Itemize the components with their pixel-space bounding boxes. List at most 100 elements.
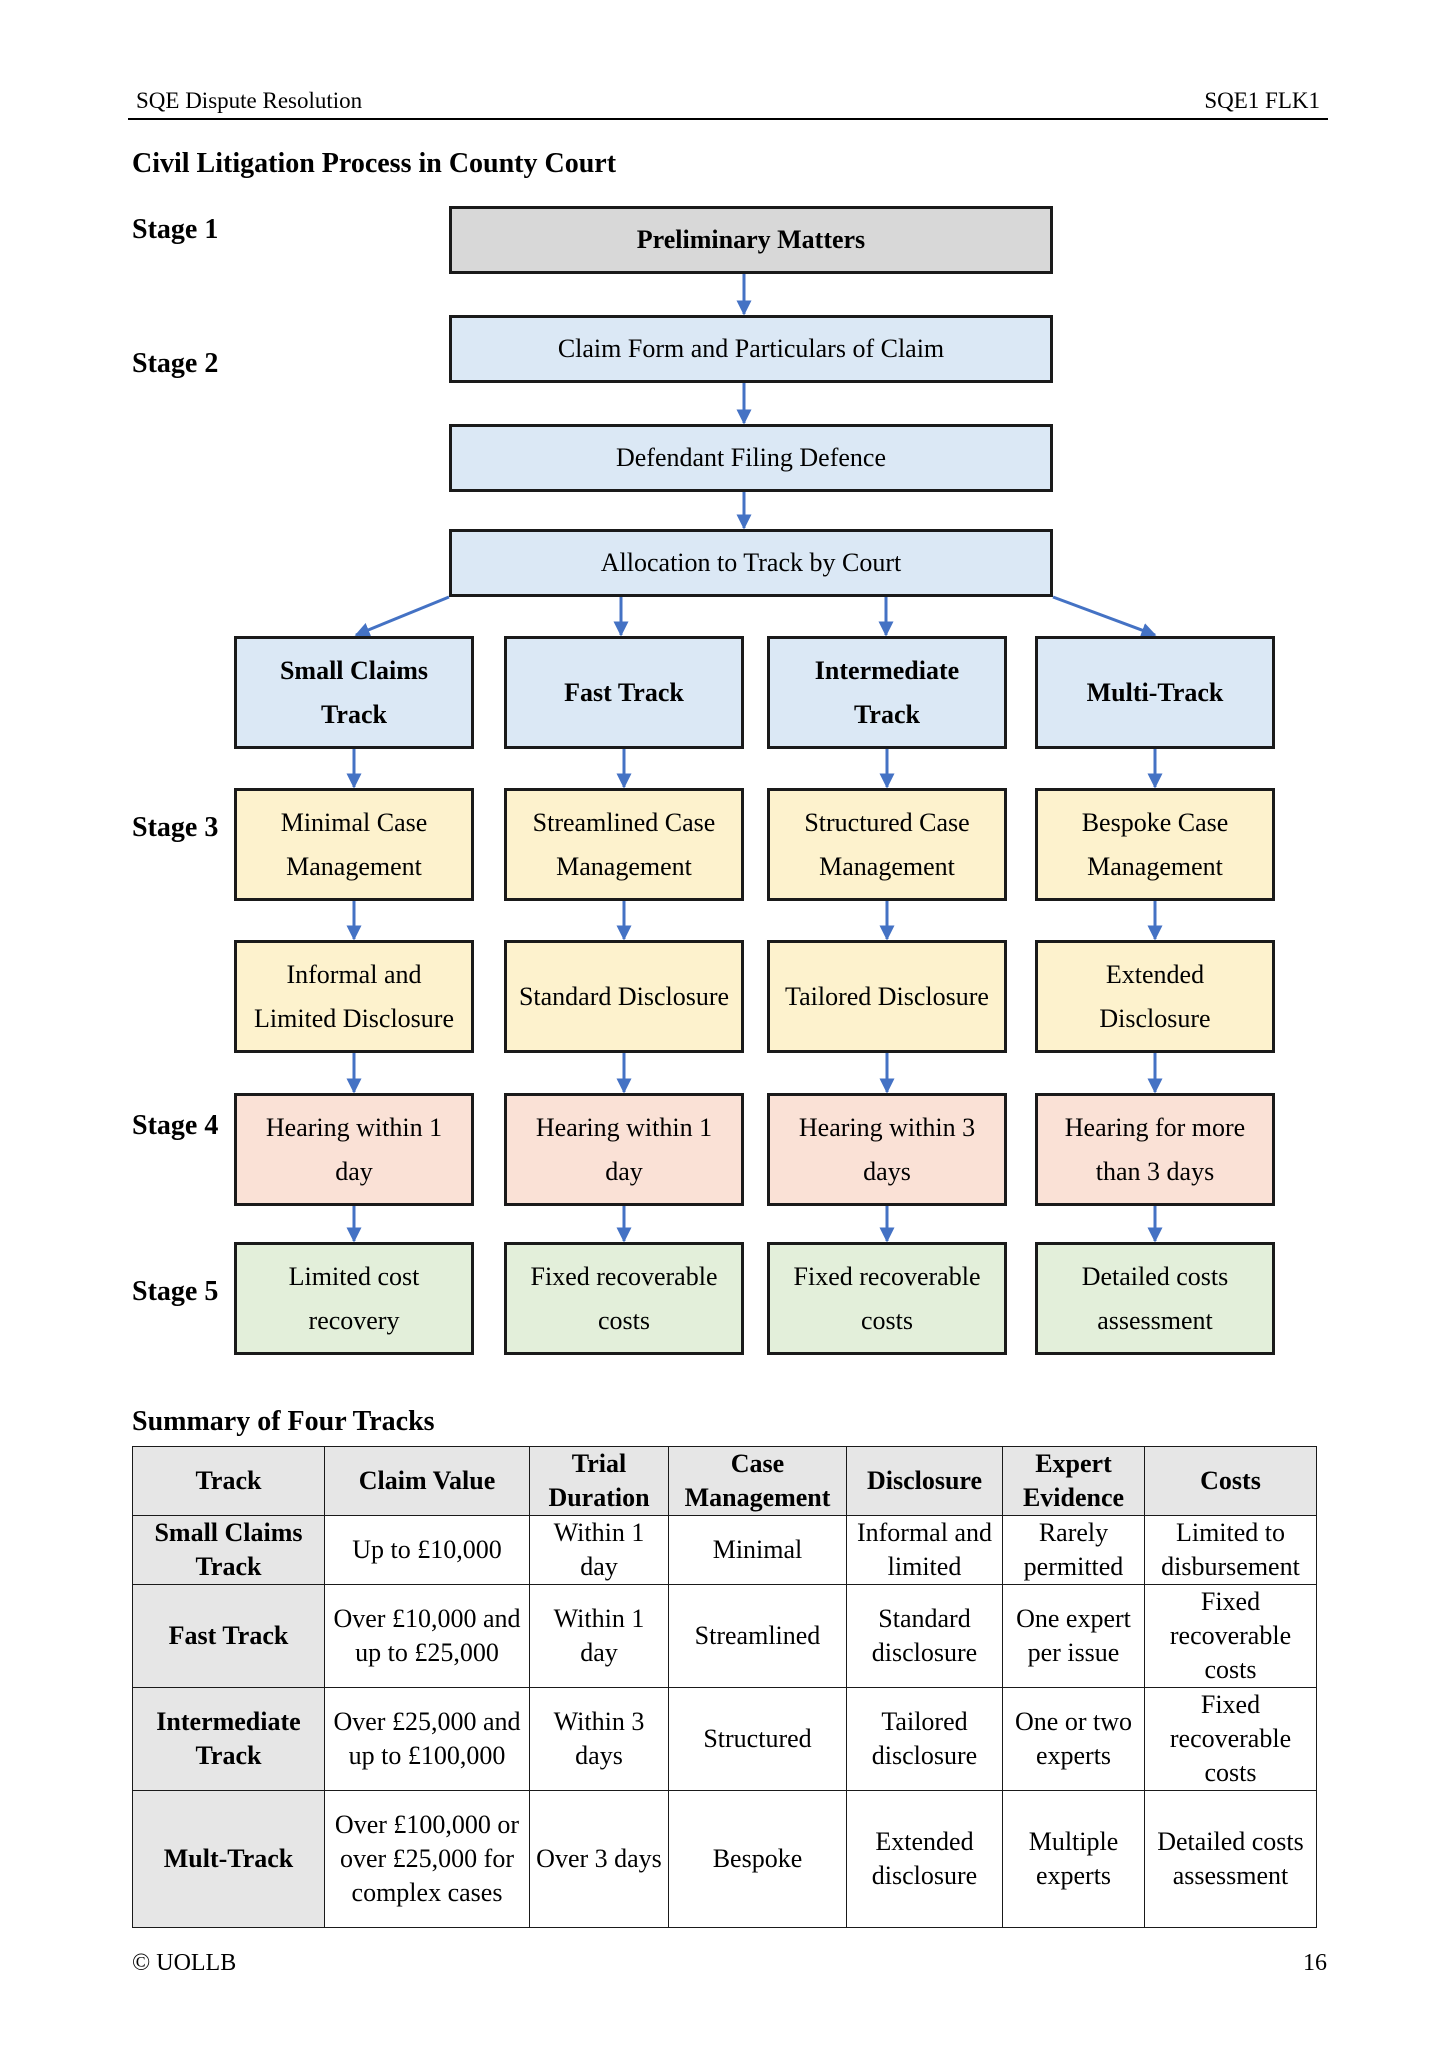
box-preliminary-matters-label: Preliminary Matters	[636, 225, 866, 254]
box-track-multi: Multi-Track	[1035, 636, 1275, 749]
box-allocation: Allocation to Track by Court	[449, 529, 1053, 597]
table-cell: Standard disclosure	[846, 1584, 1003, 1688]
table-cell: Informal and limited	[846, 1515, 1003, 1585]
costs-label: Fixed recoverable costs	[793, 1261, 981, 1335]
box-management-multi: Bespoke Case Management	[1035, 788, 1275, 901]
header-right: SQE1 FLK1	[1204, 88, 1320, 113]
box-claim-form-label: Claim Form and Particulars of Claim	[557, 334, 945, 363]
box-track-intermediate: Intermediate Track	[767, 636, 1007, 749]
header-rule	[128, 118, 1328, 120]
track-name-label: Fast Track	[564, 677, 684, 707]
disclosure-label: Informal and Limited Disclosure	[253, 959, 454, 1033]
table-cell: Within 3 days	[529, 1687, 669, 1791]
table-cell: One or two experts	[1002, 1687, 1145, 1791]
table-cell-track: Fast Track	[132, 1584, 325, 1688]
disclosure-label: Standard Disclosure	[518, 981, 730, 1011]
column-header: Case Management	[668, 1446, 847, 1516]
flow-arrows	[346, 274, 1163, 1243]
box-track-small-claims: Small Claims Track	[234, 636, 474, 749]
costs-label: Limited cost recovery	[288, 1261, 420, 1335]
box-hearing-small-claims: Hearing within 1 day	[234, 1093, 474, 1206]
costs-label: Fixed recoverable costs	[530, 1261, 718, 1335]
summary-table: Track Claim Value Trial Duration Case Ma…	[132, 1446, 1317, 1928]
table-cell: Streamlined	[668, 1584, 847, 1688]
costs-label: Detailed costs assessment	[1081, 1261, 1229, 1335]
hearing-label: Hearing within 1 day	[265, 1112, 443, 1186]
table-row: Intermediate Track Over £25,000 and up t…	[132, 1687, 1317, 1791]
table-cell-track: Small Claims Track	[132, 1515, 325, 1585]
page-number: 16	[1303, 1950, 1327, 1976]
box-management-small-claims: Minimal Case Management	[234, 788, 474, 901]
table-cell: Rarely permitted	[1002, 1515, 1145, 1585]
table-cell: Up to £10,000	[324, 1515, 530, 1585]
table-cell: Structured	[668, 1687, 847, 1791]
box-costs-multi: Detailed costs assessment	[1035, 1242, 1275, 1355]
table-cell: One expert per issue	[1002, 1584, 1145, 1688]
table-cell: Over £10,000 and up to £25,000	[324, 1584, 530, 1688]
box-hearing-fast: Hearing within 1 day	[504, 1093, 744, 1206]
hearing-label: Hearing within 3 days	[798, 1112, 976, 1186]
box-disclosure-multi: Extended Disclosure	[1035, 940, 1275, 1053]
table-cell: Limited to disbursement	[1144, 1515, 1317, 1585]
box-management-intermediate: Structured Case Management	[767, 788, 1007, 901]
hearing-label: Hearing within 1 day	[535, 1112, 713, 1186]
stage-2-label: Stage 2	[132, 348, 219, 379]
table-cell: Bespoke	[668, 1790, 847, 1928]
box-costs-fast: Fixed recoverable costs	[504, 1242, 744, 1355]
column-header: Costs	[1144, 1446, 1317, 1516]
box-track-fast: Fast Track	[504, 636, 744, 749]
track-name-label: Small Claims Track	[279, 655, 429, 729]
box-allocation-label: Allocation to Track by Court	[600, 548, 902, 577]
page-title: Civil Litigation Process in County Court	[132, 148, 617, 179]
box-costs-small-claims: Limited cost recovery	[234, 1242, 474, 1355]
box-costs-intermediate: Fixed recoverable costs	[767, 1242, 1007, 1355]
table-header-row: Track Claim Value Trial Duration Case Ma…	[132, 1446, 1317, 1516]
table-cell: Within 1 day	[529, 1584, 669, 1688]
table-row: Small Claims Track Up to £10,000 Within …	[132, 1515, 1317, 1585]
track-name-label: Intermediate Track	[814, 655, 960, 729]
box-disclosure-small-claims: Informal and Limited Disclosure	[234, 940, 474, 1053]
connector-arrow-4	[354, 595, 450, 637]
table-cell-track: Mult-Track	[132, 1790, 325, 1928]
table-row: Mult-Track Over £100,000 or over £25,000…	[132, 1790, 1317, 1928]
track-name-label: Multi-Track	[1086, 677, 1224, 707]
management-label: Streamlined Case Management	[532, 807, 716, 881]
table-cell-track: Intermediate Track	[132, 1687, 325, 1791]
management-label: Minimal Case Management	[280, 807, 428, 881]
table-cell: Tailored disclosure	[846, 1687, 1003, 1791]
box-defendant-defence-label: Defendant Filing Defence	[615, 443, 886, 472]
column-header: Trial Duration	[529, 1446, 669, 1516]
box-defendant-defence: Defendant Filing Defence	[449, 424, 1053, 492]
box-management-fast: Streamlined Case Management	[504, 788, 744, 901]
table-cell: Extended disclosure	[846, 1790, 1003, 1928]
table-cell: Fixed recoverable costs	[1144, 1687, 1317, 1791]
disclosure-label: Tailored Disclosure	[785, 981, 989, 1011]
stage-4-label: Stage 4	[132, 1110, 219, 1141]
table-cell: Detailed costs assessment	[1144, 1790, 1317, 1928]
column-header: Disclosure	[846, 1446, 1003, 1516]
column-header: Expert Evidence	[1002, 1446, 1145, 1516]
table-cell: Minimal	[668, 1515, 847, 1585]
hearing-label: Hearing for more than 3 days	[1064, 1112, 1246, 1186]
disclosure-label: Extended Disclosure	[1099, 959, 1211, 1033]
column-header: Track	[132, 1446, 325, 1516]
stage-3-label: Stage 3	[132, 812, 219, 843]
stage-1-label: Stage 1	[132, 214, 219, 245]
table-cell: Fixed recoverable costs	[1144, 1584, 1317, 1688]
management-label: Bespoke Case Management	[1081, 807, 1229, 881]
footer-copyright: © UOLLB	[132, 1950, 237, 1976]
management-label: Structured Case Management	[804, 807, 970, 881]
summary-title: Summary of Four Tracks	[132, 1406, 435, 1437]
connector-arrow-7	[1052, 595, 1157, 638]
table-cell: Over 3 days	[529, 1790, 669, 1928]
table-cell: Over £100,000 or over £25,000 for comple…	[324, 1790, 530, 1928]
box-preliminary-matters: Preliminary Matters	[449, 206, 1053, 274]
box-hearing-multi: Hearing for more than 3 days	[1035, 1093, 1275, 1206]
box-disclosure-fast: Standard Disclosure	[504, 940, 744, 1053]
table-cell: Over £25,000 and up to £100,000	[324, 1687, 530, 1791]
column-header: Claim Value	[324, 1446, 530, 1516]
stage-5-label: Stage 5	[132, 1276, 219, 1307]
box-hearing-intermediate: Hearing within 3 days	[767, 1093, 1007, 1206]
box-claim-form: Claim Form and Particulars of Claim	[449, 315, 1053, 383]
box-disclosure-intermediate: Tailored Disclosure	[767, 940, 1007, 1053]
